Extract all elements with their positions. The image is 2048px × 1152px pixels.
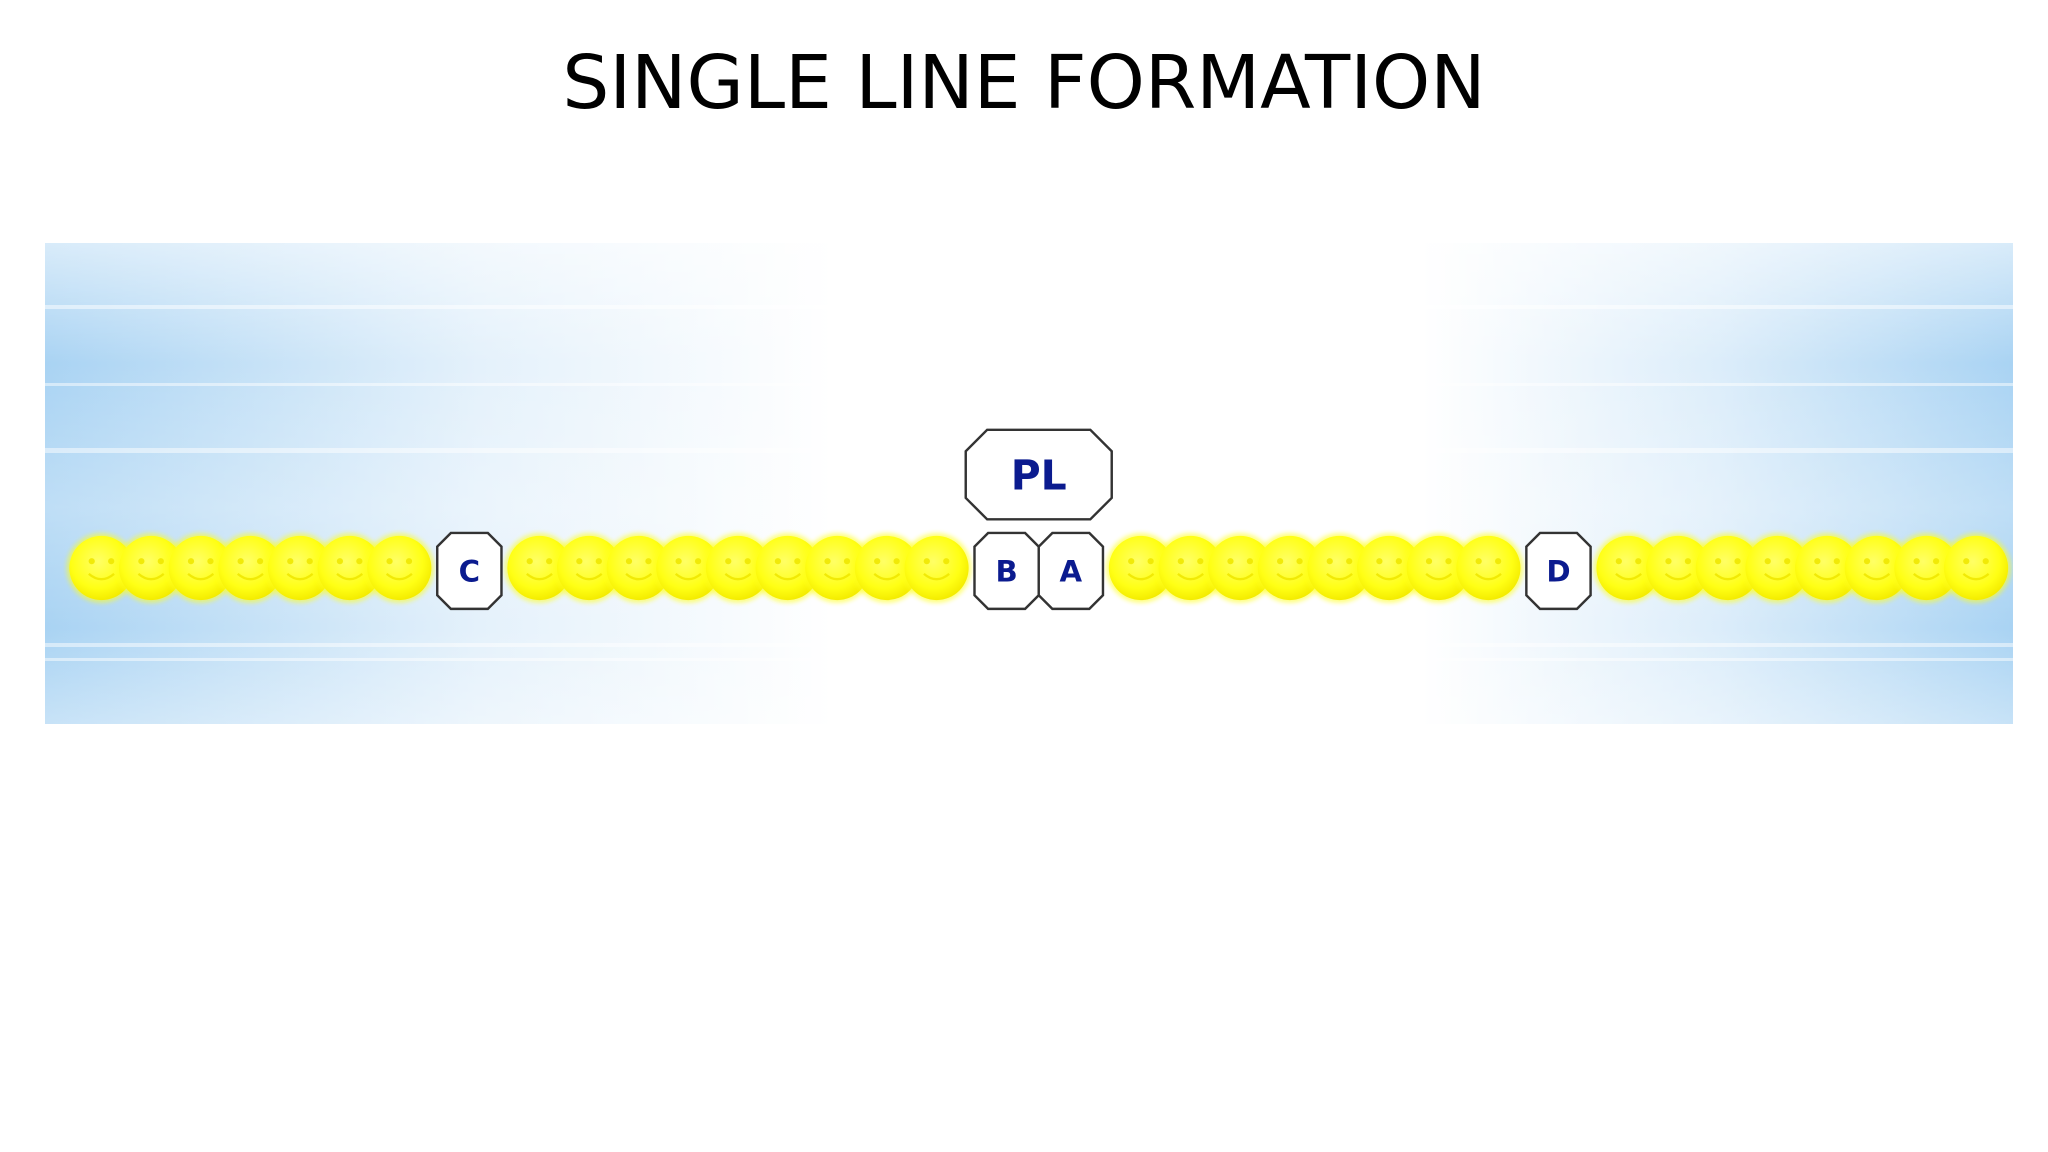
team-member-smiley-icon	[165, 532, 236, 604]
team-member-smiley-icon	[1891, 532, 1962, 604]
team-member-smiley-icon	[702, 532, 774, 604]
leader-marker-pl-label: PL	[1011, 451, 1067, 499]
position-marker-a: A	[1037, 531, 1105, 611]
formation-canvas: C B A D PL	[45, 243, 2013, 724]
team-member-smiley-icon	[603, 532, 674, 604]
octagon-marker-icon	[973, 531, 1040, 611]
team-member-smiley-icon	[116, 532, 187, 604]
team-member-smiley-icon	[653, 532, 724, 604]
position-marker-b-label: B	[995, 554, 1017, 588]
octagon-marker-icon	[1037, 531, 1105, 611]
octagon-marker-icon	[436, 531, 503, 611]
team-member-smiley-icon	[1403, 532, 1474, 604]
position-markers: C B A D PL	[436, 428, 1592, 611]
position-marker-d-label: D	[1546, 554, 1570, 588]
team-member-smiley-icon	[1254, 532, 1325, 604]
position-marker-b: B	[973, 531, 1040, 611]
team-member-smiley-icon	[901, 532, 972, 604]
octagon-marker-icon	[1525, 531, 1592, 611]
leader-marker-pl: PL	[964, 428, 1113, 521]
team-member-smiley-icon	[1692, 532, 1763, 604]
team-member-smiley-icon	[554, 532, 625, 604]
team-member-smiley-icon	[752, 532, 823, 604]
team-member-smiley-icon	[1453, 532, 1524, 604]
team-member-smiley-icon	[1593, 532, 1664, 604]
position-marker-c-label: C	[459, 554, 480, 588]
team-member-smiley-icon	[504, 532, 575, 604]
octagon-marker-icon	[964, 428, 1113, 521]
team-member-smiley-icon	[1354, 532, 1425, 604]
team-member-smiley-icon	[1155, 532, 1226, 604]
team-member-smiley-icon	[851, 532, 922, 604]
slide-title: SINGLE LINE FORMATION	[562, 40, 1486, 126]
team-member-smiley-icon	[1940, 532, 2012, 604]
team-member-smiley-icon	[802, 532, 873, 604]
team-member-smiley-icon	[1304, 532, 1375, 604]
team-member-smiley-icon	[1105, 532, 1176, 604]
team-member-smiley-icon	[1643, 532, 1714, 604]
team-member-smiley-icon	[264, 532, 336, 604]
position-marker-a-label: A	[1060, 554, 1083, 588]
team-member-smiley-icon	[314, 532, 385, 604]
team-member-smiley-icon	[1792, 532, 1863, 604]
position-marker-c: C	[436, 531, 503, 611]
team-member-smiley-icon	[1841, 532, 1912, 604]
team-member-smiley-icon	[364, 532, 435, 604]
team-member-smiley-icon	[215, 532, 286, 604]
position-marker-d: D	[1525, 531, 1592, 611]
team-line	[66, 532, 2012, 604]
formation-diagram: C B A D PL	[45, 243, 2013, 724]
team-member-smiley-icon	[66, 532, 137, 604]
team-member-smiley-icon	[1205, 532, 1276, 604]
team-member-smiley-icon	[1742, 532, 1813, 604]
